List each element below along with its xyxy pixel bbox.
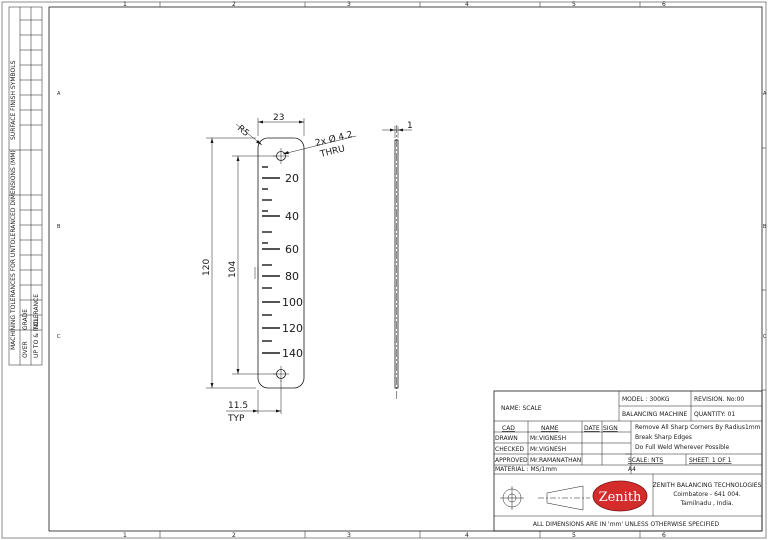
zone-1-bottom: 1 (123, 532, 127, 539)
tb-approved-name: Mr.RAMANATHAN (530, 457, 581, 464)
side-row-over: OVER (22, 341, 29, 358)
tb-checked-name: Mr.VIGNESH (530, 446, 566, 453)
zone-2-bottom: 2 (232, 532, 236, 539)
zone-a-left: A (57, 91, 61, 97)
side-row-tolerance: TOLERANCE (33, 294, 40, 331)
scale-label-100: 100 (282, 296, 303, 309)
dim-edge-offset-note: TYP (227, 414, 245, 424)
dim-edge-offset: 11.5 TYP (226, 380, 282, 424)
zone-a: A (763, 91, 767, 97)
zone-6-top: 6 (662, 1, 666, 8)
tb-paper: A4 (628, 466, 636, 473)
tb-checked-label: CHECKED (495, 446, 524, 453)
zone-c-left: C (57, 334, 61, 340)
scale-side-view: 1 (382, 121, 413, 400)
side-table-grid (20, 19, 42, 316)
scale-label-40: 40 (285, 210, 299, 223)
zone-1-top: 1 (123, 1, 127, 8)
dim-hole-pitch-text: 104 (228, 261, 238, 278)
tb-drawn-label: DRAWN (495, 435, 518, 442)
zenith-logo: Zenith (592, 480, 648, 512)
scale-front-view: 20 40 60 80 100 120 140 23 R5 2x Ø 4. (202, 113, 357, 424)
scale-label-80: 80 (285, 270, 299, 283)
surface-finish-header: SURFACE FINISH SYMBOLS (10, 60, 17, 140)
tb-col-date: DATE (584, 425, 600, 432)
projection-symbol-icon (500, 485, 590, 511)
zone-4-bottom: 4 (465, 532, 469, 539)
logo-text: Zenith (599, 490, 642, 505)
tb-footer: ALL DIMENSIONS ARE IN 'mm' UNLESS OTHERW… (533, 521, 720, 528)
side-row-upto: UP TO & INCL (33, 317, 40, 358)
tb-company: ZENITH BALANCING TECHNOLOGIES (653, 482, 762, 489)
zone-3-top: 3 (347, 1, 351, 8)
tb-quantity: QUANTITY: 01 (694, 411, 735, 418)
machining-tolerance-header: MACHINING TOLERANCES FOR UNTOLERANCED DI… (10, 150, 17, 350)
dim-hole-callout: 2x Ø 4.2 THRU (282, 129, 357, 160)
side-table: SURFACE FINISH SYMBOLS MACHINING TOLERAN… (8, 6, 43, 366)
tb-scale: SCALE: NTS (628, 457, 663, 464)
zone-5-top: 5 (572, 1, 576, 8)
dim-overall-height-text: 120 (202, 259, 212, 276)
side-row-grade: GRADE (22, 309, 29, 330)
tb-col-sign: SIGN (603, 425, 618, 432)
zone-3-bottom: 3 (347, 532, 351, 539)
dim-edge-offset-text: 11.5 (228, 401, 248, 411)
zone-c: C (763, 334, 767, 340)
zone-2-top: 2 (232, 1, 236, 8)
zone-b-left: B (57, 224, 61, 230)
tb-city: Coimbatore - 641 004. (673, 491, 741, 498)
tb-name: NAME: SCALE (501, 405, 542, 412)
tb-col-name: NAME (541, 425, 559, 432)
zone-markers-top: 1 2 3 4 5 6 (123, 1, 666, 8)
tb-approved-label: APPROVED (495, 457, 528, 464)
tb-revision: REVISION. No:00 (694, 396, 744, 403)
inner-border (48, 6, 763, 532)
tb-material: MATERIAL : MS/1mm (495, 466, 557, 473)
scale-label-140: 140 (282, 347, 303, 360)
scale-label-120: 120 (282, 322, 303, 335)
dim-width: 23 (257, 113, 305, 136)
dim-overall-height: 120 (202, 137, 256, 389)
scale-numbers: 20 40 60 80 100 120 140 (282, 172, 303, 360)
zone-4-top: 4 (465, 1, 469, 8)
tb-sheet: SHEET: 1 OF 1 (689, 457, 732, 464)
zone-markers-side: A B C A B C (57, 91, 767, 391)
dim-hole-pitch: 104 (228, 155, 276, 375)
tb-note-3: Do Full Weld Wherever Possible (635, 444, 730, 451)
tb-col-cad: CAD (502, 425, 515, 432)
zone-5-bottom: 5 (572, 532, 576, 539)
zone-b: B (763, 224, 767, 230)
tb-note-1: Remove All Sharp Corners By Radius1mm (635, 424, 761, 431)
title-block: NAME: SCALE MODEL : 300KG REVISION. No:0… (493, 390, 763, 532)
tb-machine: BALANCING MACHINE (622, 411, 687, 418)
scale-label-60: 60 (285, 243, 299, 256)
dim-thickness-text: 1 (407, 121, 413, 131)
dim-width-text: 23 (273, 113, 284, 123)
scale-ticks (262, 166, 280, 354)
tb-state: Tamilnadu , India. (680, 500, 734, 507)
tb-model: MODEL : 300KG (622, 396, 670, 403)
scale-label-20: 20 (285, 172, 299, 185)
tb-drawn-name: Mr.VIGNESH (530, 435, 566, 442)
tb-note-2: Break Sharp Edges (635, 434, 692, 441)
zone-6-bottom: 6 (662, 532, 666, 539)
dim-radius-text: R5 (235, 124, 251, 139)
zone-markers-bottom: 1 2 3 4 5 6 (123, 531, 666, 539)
